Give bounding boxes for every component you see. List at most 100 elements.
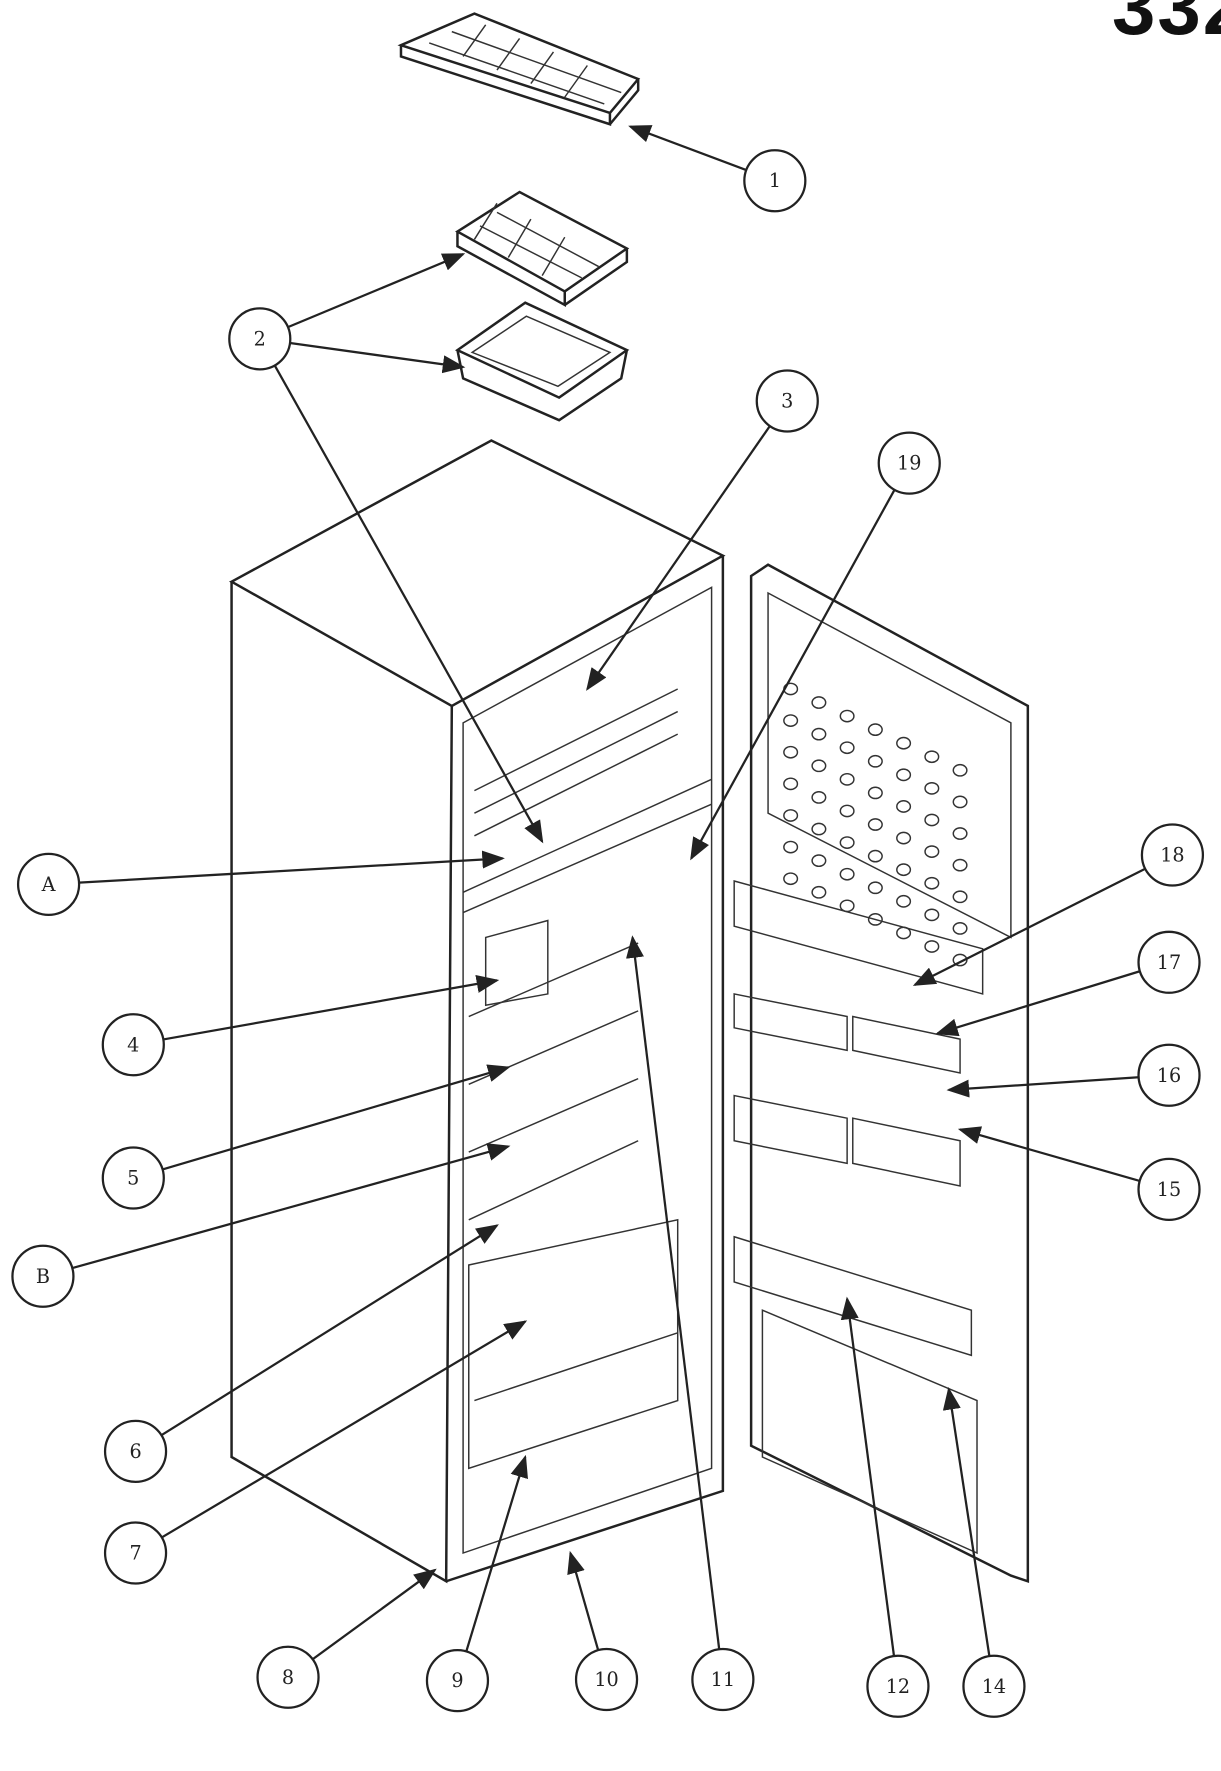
callout-label: 1 (769, 169, 781, 192)
leader-line (289, 341, 466, 374)
callout-circle (1137, 1043, 1201, 1107)
callout-2: 2 (228, 253, 544, 844)
leader-line (161, 1320, 528, 1539)
page-number: 332 (1112, 0, 1221, 51)
callout-label: 18 (1160, 844, 1184, 867)
callout-circle (256, 1645, 320, 1709)
door-dimple (867, 786, 883, 800)
callout-label: 9 (451, 1669, 463, 1692)
door-dimple (811, 696, 827, 709)
door-dimple (867, 881, 883, 895)
callout-3: 3 (586, 369, 819, 691)
callout-7: 7 (103, 1320, 528, 1585)
leader-line (78, 850, 505, 884)
callout-circle (16, 852, 81, 916)
callout-label: 6 (129, 1440, 141, 1463)
callout-label: 12 (886, 1675, 910, 1698)
door-dimple (783, 872, 799, 886)
door-dimple (839, 741, 855, 755)
leader-line (628, 125, 747, 172)
door-dimple (811, 822, 827, 836)
door-dimple (896, 894, 912, 908)
callout-circle (866, 1654, 930, 1718)
door-dimple (811, 885, 827, 899)
callout-circle (755, 369, 819, 433)
leader-line (163, 975, 500, 1041)
callout-5: 5 (101, 1064, 511, 1210)
leader-line (160, 1224, 499, 1437)
callout-circle (101, 1146, 165, 1210)
callout-8: 8 (256, 1568, 437, 1709)
callout-label: 5 (127, 1167, 139, 1190)
leader-line (465, 1454, 528, 1652)
door-dimple (867, 723, 883, 737)
door-dimple (924, 781, 940, 795)
callout-label: 2 (254, 327, 266, 350)
door-dimple (811, 791, 827, 804)
door-dimple (896, 768, 912, 782)
callout-6: 6 (103, 1224, 499, 1483)
callout-1: 1 (628, 125, 807, 213)
door-dimple (839, 867, 855, 881)
leader-line (287, 253, 466, 329)
callout-9: 9 (425, 1454, 528, 1713)
door-dimple (952, 858, 968, 872)
door-dimple (952, 922, 968, 935)
door-dimple (952, 795, 968, 809)
door-dimple (952, 827, 968, 840)
ice-tray (397, 12, 641, 126)
leader-line (690, 489, 896, 861)
callout-circle (1140, 823, 1205, 887)
callout-label: A (41, 873, 57, 896)
callout-label: 11 (711, 1668, 735, 1691)
leader-line (912, 867, 1146, 986)
door-dimple (924, 876, 940, 890)
callout-label: 14 (982, 1675, 1006, 1698)
leader-line (72, 1143, 511, 1270)
door-dimple (783, 714, 799, 727)
callout-18: 18 (912, 823, 1205, 986)
door-dimple (811, 759, 827, 773)
callout-label: 4 (127, 1033, 139, 1056)
callout-circle (11, 1244, 75, 1308)
leader-line (935, 970, 1141, 1037)
door-dimple (867, 913, 883, 926)
door-dimple (896, 863, 912, 877)
callout-circle (877, 431, 941, 495)
callout-circle (425, 1649, 490, 1713)
callout-label: 17 (1157, 951, 1181, 974)
door-dimple (839, 804, 855, 818)
callout-circle (1137, 1157, 1201, 1221)
door-dimple (952, 763, 968, 777)
callout-label: 3 (781, 389, 793, 412)
leader-line (567, 1550, 600, 1651)
callout-12: 12 (840, 1296, 930, 1718)
callout-19: 19 (690, 431, 941, 861)
door-dimple (839, 772, 855, 786)
leader-line (942, 1387, 991, 1657)
ice-container (454, 301, 630, 422)
door-dimple (896, 800, 912, 813)
door-dimple (783, 840, 799, 854)
door-dimple (952, 953, 968, 967)
callout-14: 14 (942, 1387, 1026, 1718)
door-dimple (839, 836, 855, 849)
callout-circle (574, 1647, 639, 1712)
callout-label: 10 (594, 1668, 618, 1691)
callout-circle (691, 1647, 755, 1712)
callout-label: 7 (129, 1542, 141, 1565)
callout-label: 16 (1157, 1064, 1181, 1087)
leader-line (957, 1126, 1141, 1183)
door-dimple (924, 845, 940, 858)
door-dimple (896, 736, 912, 750)
refrigerator-door (733, 563, 1030, 1583)
door-dimple (783, 809, 799, 822)
callout-circle (962, 1654, 1026, 1718)
callout-16: 16 (946, 1043, 1201, 1107)
door-dimple (924, 750, 940, 764)
leader-line (586, 425, 771, 691)
callout-11: 11 (626, 935, 755, 1712)
callout-4: 4 (101, 975, 500, 1077)
callout-15: 15 (957, 1126, 1201, 1221)
leader-line (946, 1076, 1139, 1098)
